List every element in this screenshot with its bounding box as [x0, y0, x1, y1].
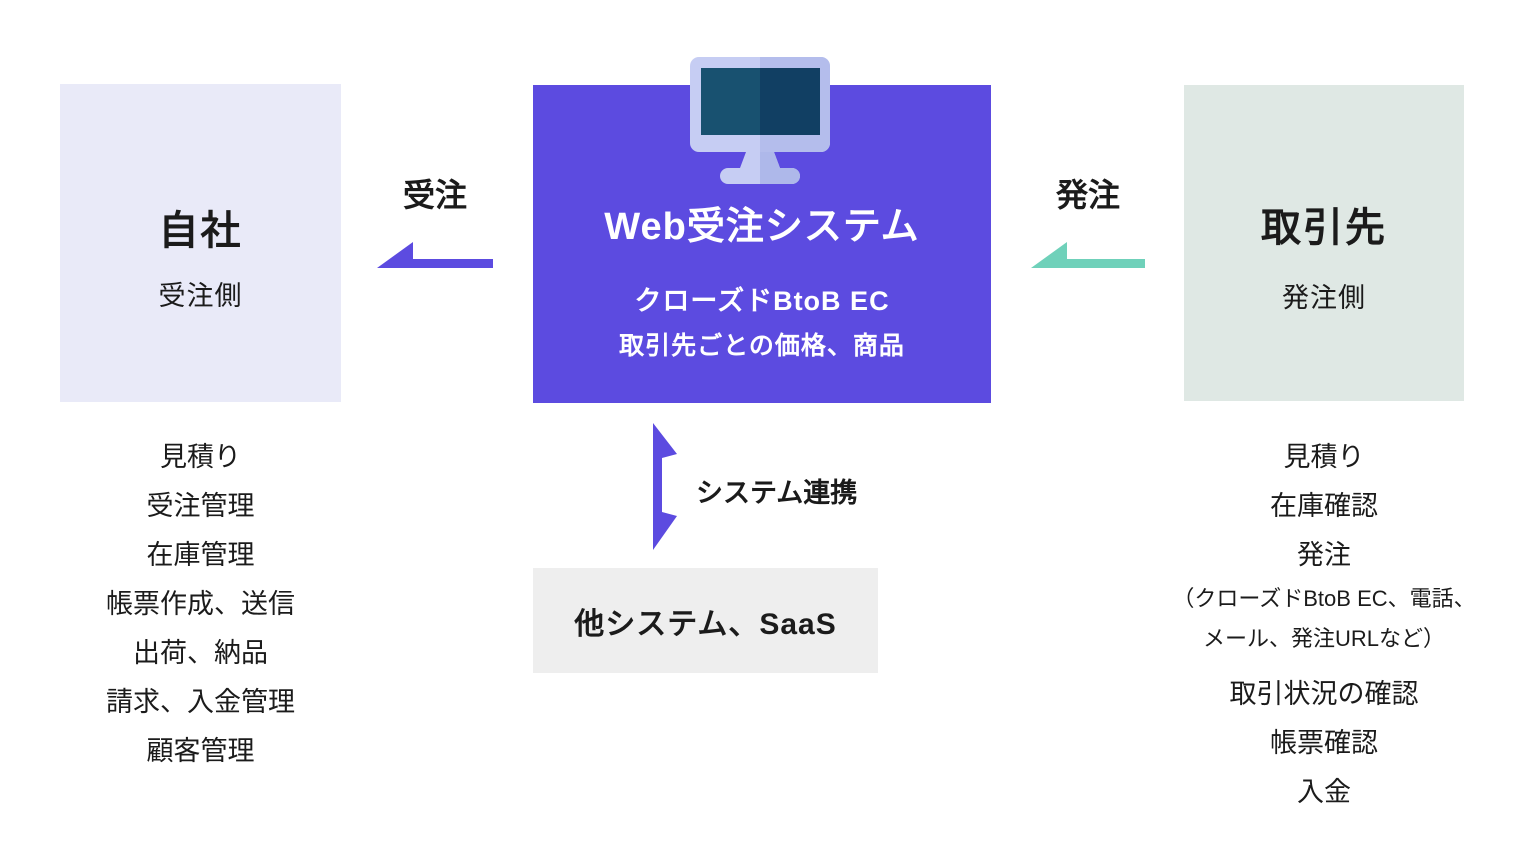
feature-item: 入金: [1297, 777, 1351, 807]
feature-item: （クローズドBtoB EC、電話、: [1172, 586, 1476, 611]
feature-item: 請求、入金管理: [106, 687, 295, 717]
receive-order-label: 受注: [402, 177, 467, 213]
feature-item: 受注管理: [146, 491, 255, 521]
feature-item: 在庫確認: [1270, 491, 1378, 521]
system-description: 取引先ごとの価格、商品: [619, 332, 905, 360]
feature-item: 帳票作成、送信: [106, 589, 295, 619]
partner-role: 発注側: [1282, 283, 1366, 313]
feature-item: 顧客管理: [146, 736, 255, 766]
external-systems-box: 他システム、SaaS: [533, 568, 878, 673]
feature-item: 帳票確認: [1270, 728, 1378, 758]
feature-item: 見積り: [1283, 442, 1365, 472]
system-title: Web受注システム: [604, 206, 920, 248]
feature-item: 見積り: [160, 442, 241, 472]
place-order-arrow: [1031, 242, 1145, 268]
feature-item: 在庫管理: [146, 540, 255, 570]
own-company-box: 自社 受注側: [60, 84, 341, 402]
monitor-icon: [690, 57, 830, 184]
system-subtitle: クローズドBtoB EC: [634, 286, 890, 316]
feature-item: 発注: [1297, 540, 1351, 570]
partner-feature-list: 見積り在庫確認発注 （クローズドBtoB EC、電話、メール、発注URLなど） 取引…: [1144, 430, 1504, 814]
system-link-arrow: [653, 423, 677, 550]
receive-order-arrow: [377, 242, 493, 268]
own-company-title: 自社: [158, 209, 243, 253]
feature-item: 取引状況の確認: [1229, 679, 1419, 709]
place-order-label: 発注: [1055, 177, 1120, 213]
own-company-feature-list: 見積り受注管理在庫管理帳票作成、送信出荷、納品請求、入金管理顧客管理: [60, 430, 341, 773]
own-company-role: 受注側: [158, 281, 243, 311]
partner-box: 取引先 発注側: [1184, 85, 1464, 401]
partner-title: 取引先: [1261, 206, 1387, 250]
external-systems-label: 他システム、SaaS: [574, 607, 837, 641]
feature-item: メール、発注URLなど）: [1202, 626, 1445, 651]
system-link-label: システム連携: [696, 478, 858, 508]
feature-item: 出荷、納品: [133, 638, 268, 668]
